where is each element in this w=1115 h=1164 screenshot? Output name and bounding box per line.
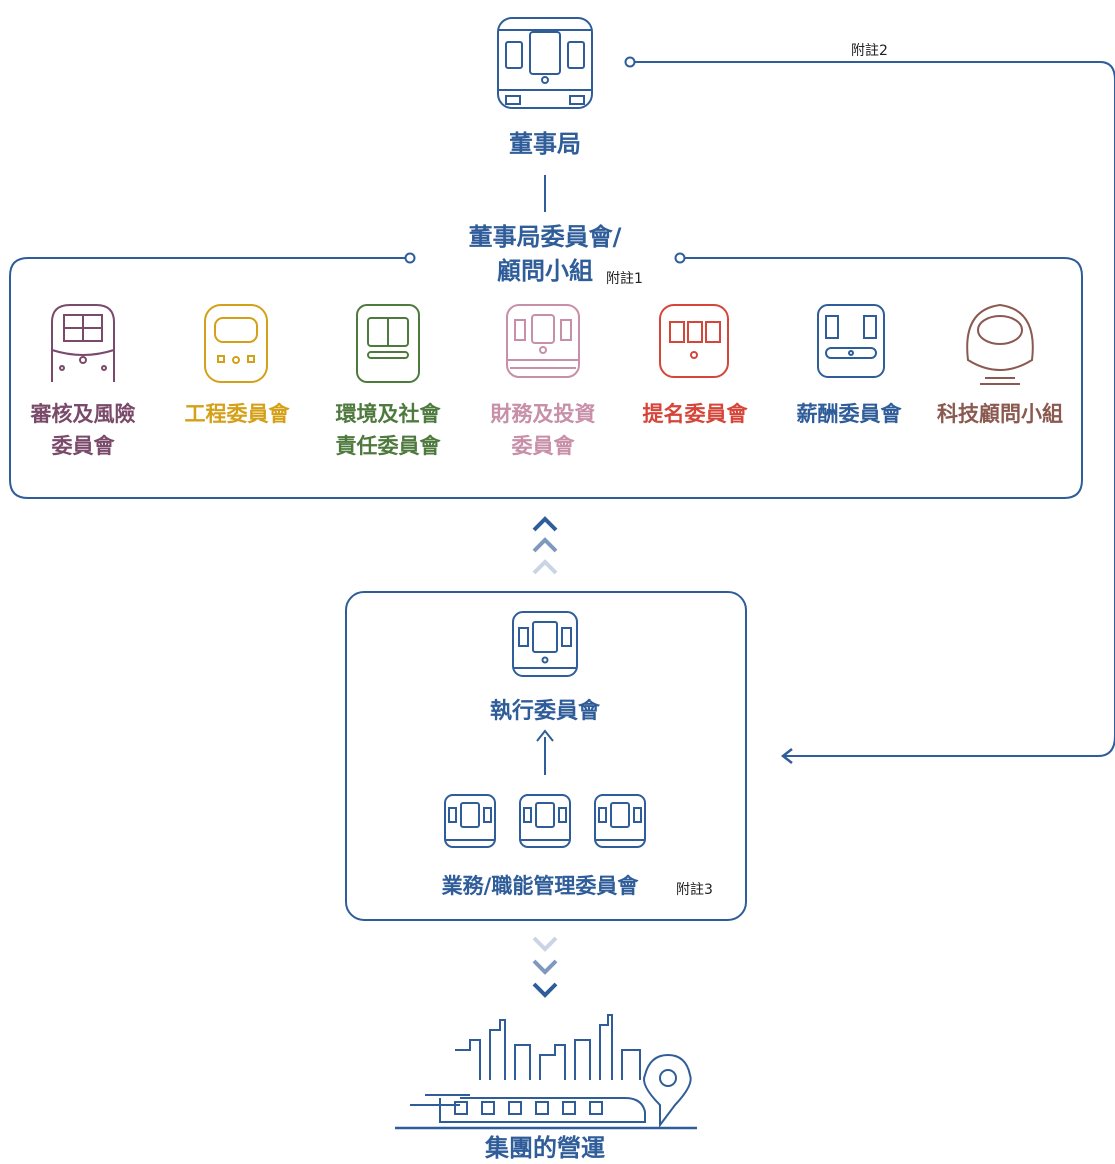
management-label: 業務/職能管理委員會: [441, 874, 639, 898]
board-label: 董事局: [509, 130, 581, 158]
board-note: 附註2: [851, 43, 888, 59]
committee-label-finance: 財務及投資 委員會: [490, 402, 596, 458]
technology-train-icon: [966, 303, 1034, 385]
committee-label-technology: 科技顧問小組: [937, 402, 1063, 426]
executive-label: 執行委員會: [489, 699, 600, 724]
finance-train-icon: [506, 304, 580, 378]
committees-header-label: 董事局委員會/ 顧問小組: [468, 223, 622, 285]
esg-train-icon: [356, 304, 420, 383]
committee-label-audit: 審核及風險 委員會: [30, 402, 136, 458]
management-note: 附註3: [676, 882, 713, 898]
committee-label-nomination: 提名委員會: [642, 402, 748, 426]
committee-label-engineering: 工程委員會: [184, 402, 290, 426]
committee-label-esg: 環境及社會 責任委員會: [335, 402, 441, 458]
audit-train-icon: [51, 304, 115, 382]
committee-label-remuneration: 薪酬委員會: [796, 402, 902, 426]
committees-header-note: 附註1: [606, 271, 643, 287]
engineering-train-icon: [204, 304, 268, 383]
nomination-train-icon: [659, 304, 729, 378]
remuneration-train-icon: [817, 304, 885, 378]
operations-label: 集團的營運: [485, 1134, 605, 1162]
